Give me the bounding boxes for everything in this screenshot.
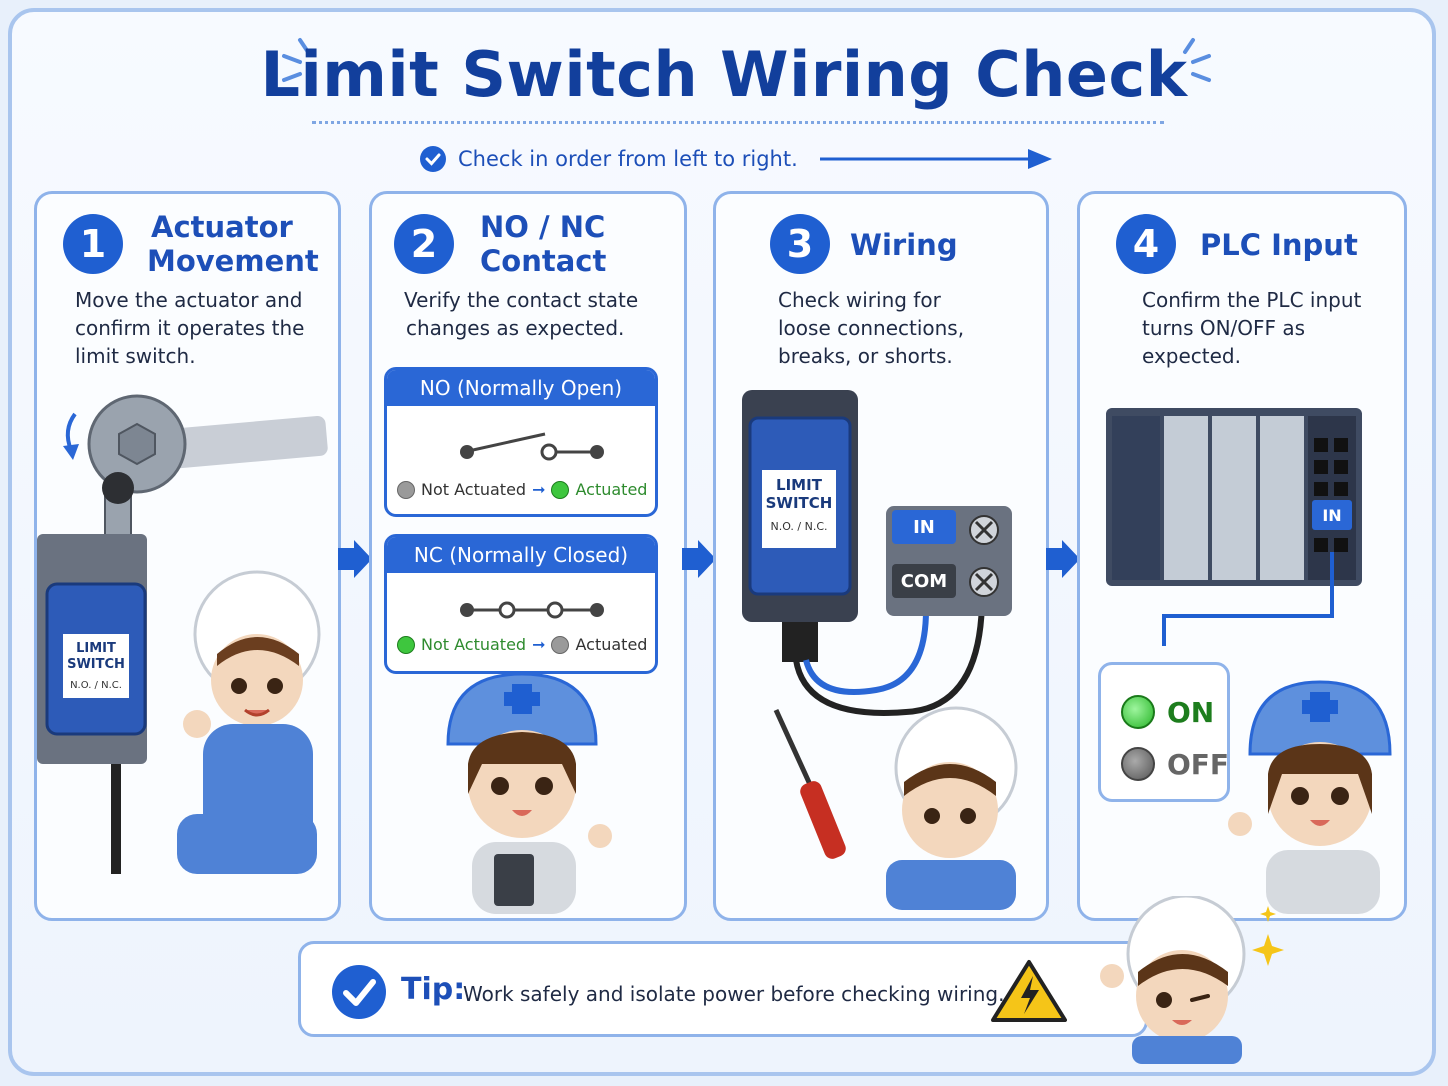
step-1-panel: 1 Actuator Movement Move the actuator an… bbox=[34, 191, 341, 921]
step-4-desc-line3: expected. bbox=[1142, 344, 1241, 368]
step-2-title-line2: Contact bbox=[480, 244, 607, 278]
led-off-icon bbox=[551, 635, 570, 654]
step-3-panel: 3 Wiring Check wiring for loose connecti… bbox=[713, 191, 1049, 921]
page-title: Limit Switch Wiring Check bbox=[260, 38, 1188, 111]
step-arrow-3-icon bbox=[1046, 540, 1080, 578]
no-contact-symbol-icon bbox=[460, 432, 604, 461]
order-instruction-text: Check in order from left to right. bbox=[458, 147, 798, 171]
step-3-title: Wiring bbox=[850, 228, 958, 262]
step-1-desc-line3: limit switch. bbox=[75, 344, 196, 368]
operator-illustration bbox=[1228, 680, 1392, 914]
nc-contact-symbol-icon bbox=[460, 601, 604, 619]
worker-mascot-illustration bbox=[1100, 896, 1284, 1064]
step-1-desc-line2: confirm it operates the bbox=[75, 316, 305, 340]
wiring-illustration: LIMIT SWITCH N.O. / N.C. IN COM bbox=[742, 390, 1018, 910]
warning-high-voltage-icon bbox=[991, 960, 1067, 1022]
plc-rack-illustration: IN bbox=[1106, 408, 1362, 646]
inspector-illustration bbox=[446, 672, 612, 914]
title-burst-left-icon bbox=[282, 38, 310, 82]
right-arrow-icon bbox=[820, 149, 1052, 169]
nc-contact-header: NC (Normally Closed) bbox=[387, 537, 655, 573]
plc-input-label: IN bbox=[1322, 506, 1341, 525]
step-3-desc-line1: Check wiring for bbox=[778, 288, 941, 312]
status-off-label: OFF bbox=[1167, 747, 1230, 781]
status-on-label: ON bbox=[1167, 695, 1215, 729]
step-4-number: 4 bbox=[1116, 214, 1176, 274]
led-on-icon bbox=[551, 480, 570, 499]
step-3-desc-line3: breaks, or shorts. bbox=[778, 344, 953, 368]
no-contact-legend: Not Actuated ➞ Actuated bbox=[397, 480, 647, 499]
step-1-title-line2: Movement bbox=[147, 244, 319, 278]
step-2-number: 2 bbox=[394, 214, 454, 274]
nc-contact-legend: Not Actuated ➞ Actuated bbox=[397, 635, 647, 654]
led-off-icon bbox=[397, 480, 415, 499]
step-1-number: 1 bbox=[63, 214, 123, 274]
switch-1-label-line2: SWITCH bbox=[67, 657, 125, 672]
terminal-com-label: COM bbox=[901, 571, 947, 592]
title-burst-right-icon bbox=[1183, 38, 1211, 82]
check-circle-icon bbox=[332, 965, 386, 1019]
led-off-icon bbox=[1121, 747, 1155, 781]
step-4-desc-line2: turns ON/OFF as bbox=[1142, 316, 1306, 340]
switch-3-tag: N.O. / N.C. bbox=[770, 520, 827, 533]
led-on-icon bbox=[1121, 695, 1155, 729]
step-4-desc-line1: Confirm the PLC input bbox=[1142, 288, 1362, 312]
arrow-right-icon: ➞ bbox=[532, 635, 546, 654]
step-3-desc-line2: loose connections, bbox=[778, 316, 965, 340]
nc-state-from: Not Actuated bbox=[421, 635, 527, 654]
step-arrow-2-icon bbox=[682, 540, 716, 578]
tip-text: Work safely and isolate power before che… bbox=[463, 982, 1005, 1006]
tip-box: Tip: Work safely and isolate power befor… bbox=[298, 941, 1148, 1037]
title-divider bbox=[312, 121, 1164, 124]
step-3-number: 3 bbox=[770, 214, 830, 274]
switch-1-label-line1: LIMIT bbox=[76, 641, 116, 656]
status-off-row: OFF bbox=[1121, 747, 1229, 781]
status-on-row: ON bbox=[1121, 695, 1214, 729]
tip-label: Tip: bbox=[401, 972, 466, 1007]
led-on-icon bbox=[397, 635, 415, 654]
terminal-in-label: IN bbox=[913, 517, 935, 538]
step-4-title: PLC Input bbox=[1200, 228, 1358, 262]
step-2-title-line1: NO / NC bbox=[480, 210, 606, 244]
limit-switch-actuator-illustration: LIMIT SWITCH N.O. / N.C. bbox=[37, 394, 328, 874]
switch-1-tag: N.O. / N.C. bbox=[70, 680, 122, 691]
step-2-desc-line1: Verify the contact state bbox=[404, 288, 639, 312]
no-contact-header: NO (Normally Open) bbox=[387, 370, 655, 406]
switch-3-label-line2: SWITCH bbox=[766, 494, 833, 512]
step-1-title-line1: Actuator bbox=[151, 210, 293, 244]
step-4-panel: 4 PLC Input Confirm the PLC input turns … bbox=[1077, 191, 1407, 921]
nc-state-to: Actuated bbox=[575, 635, 648, 654]
step-2-desc-line2: changes as expected. bbox=[406, 316, 625, 340]
step-arrow-1-icon bbox=[338, 540, 372, 578]
no-state-to: Actuated bbox=[575, 480, 648, 499]
no-state-from: Not Actuated bbox=[421, 480, 527, 499]
order-instruction: Check in order from left to right. bbox=[420, 144, 798, 174]
check-circle-icon bbox=[420, 146, 446, 172]
nc-contact-box: NC (Normally Closed) Not Actuated ➞ Actu… bbox=[384, 534, 658, 674]
no-contact-box: NO (Normally Open) Not Actuated ➞ Actuat… bbox=[384, 367, 658, 517]
plc-status-box: ON OFF bbox=[1098, 662, 1230, 802]
arrow-right-icon: ➞ bbox=[532, 480, 546, 499]
switch-3-label-line1: LIMIT bbox=[776, 476, 823, 494]
step-1-desc-line1: Move the actuator and bbox=[75, 288, 303, 312]
